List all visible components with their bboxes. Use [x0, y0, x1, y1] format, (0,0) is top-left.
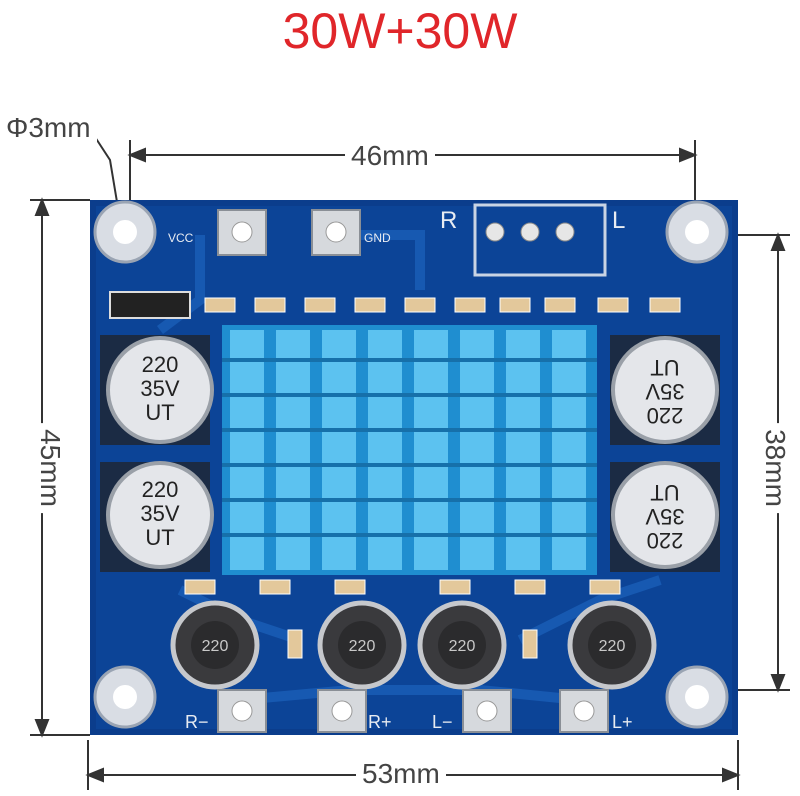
cap3-label-2: 35V [645, 379, 684, 404]
silk-vcc: VCC [168, 231, 194, 245]
inductor2-label: 220 [349, 638, 376, 655]
diode [109, 291, 191, 319]
inductor3-label: 220 [449, 638, 476, 655]
mounting-holes [93, 200, 729, 729]
cap2-label-2: 35V [140, 501, 179, 526]
cap4-label-2: 35V [645, 504, 684, 529]
cap4-label-1: 220 [647, 528, 684, 553]
cap1-label-2: 35V [140, 376, 179, 401]
cap2-label-1: 220 [142, 477, 179, 502]
hole-diameter-label: Φ3mm [0, 112, 97, 144]
cap1-label-3: UT [145, 400, 174, 425]
heatsink [222, 325, 597, 575]
power-pads [217, 209, 361, 256]
top-width-label: 46mm [345, 140, 435, 172]
silk-r-channel: R [440, 207, 457, 234]
inductor1-label: 220 [202, 638, 229, 655]
silk-l-minus: L− [432, 712, 453, 732]
inductors [170, 600, 657, 690]
cap4-label-3: UT [650, 480, 679, 505]
product-title: 30W+30W [282, 3, 518, 59]
speaker-output-pads [217, 689, 609, 733]
silk-l-channel: L [612, 207, 625, 234]
inductor4-label: 220 [599, 638, 626, 655]
cap1-label-1: 220 [142, 352, 179, 377]
cap3-label-1: 220 [647, 403, 684, 428]
bottom-width-label: 53mm [356, 758, 446, 790]
electrolytic-capacitors [100, 335, 720, 572]
cap3-label-3: UT [650, 355, 679, 380]
silk-l-plus: L+ [612, 712, 633, 732]
input-header [473, 203, 607, 277]
silk-gnd: GND [364, 231, 391, 245]
smd-components [204, 297, 681, 313]
cap2-label-3: UT [145, 525, 174, 550]
left-height-label: 45mm [33, 423, 66, 513]
silk-r-plus: R+ [368, 712, 392, 732]
silk-r-minus: R− [185, 712, 209, 732]
right-height-label: 38mm [758, 423, 791, 513]
